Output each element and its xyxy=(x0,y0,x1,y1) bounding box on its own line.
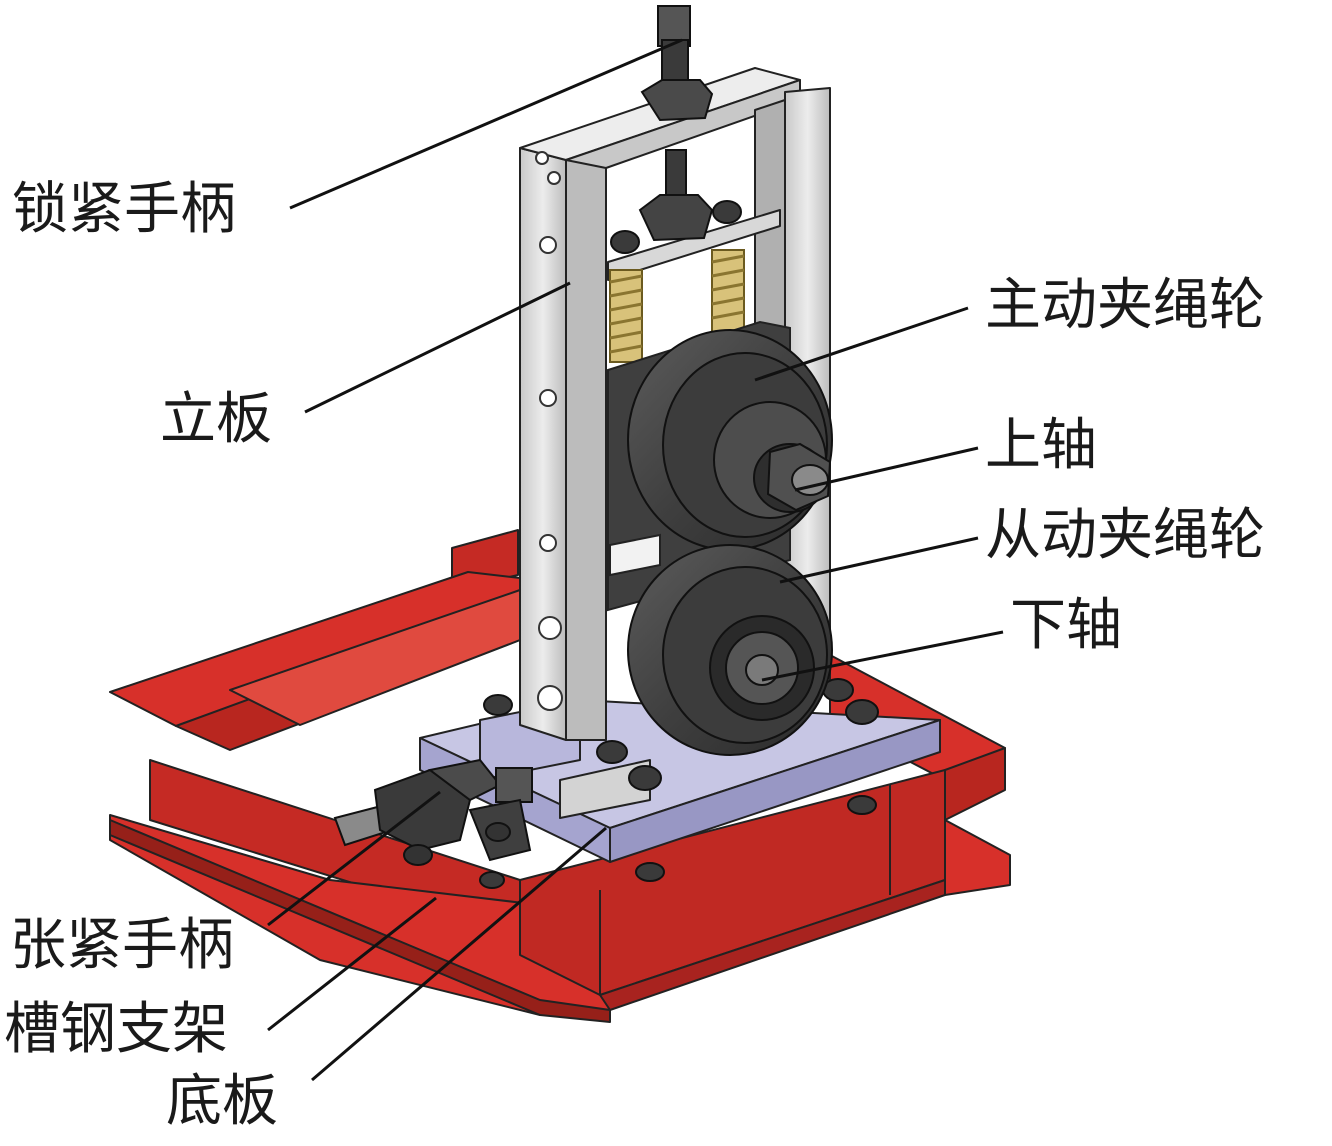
lock-handle-assembly xyxy=(610,5,742,254)
leader-upper-shaft xyxy=(794,446,979,492)
label-base-plate: 底板 xyxy=(166,1069,278,1134)
leader-channel-bracket xyxy=(267,896,437,1032)
leader-lower-shaft xyxy=(761,630,1004,682)
leader-riser-plate xyxy=(304,281,571,414)
label-drive-wheel: 主动夹绳轮 xyxy=(985,273,1265,338)
leader-lines xyxy=(267,38,1004,1082)
springs xyxy=(609,249,745,363)
leader-drive-wheel xyxy=(754,306,969,382)
label-riser-plate: 立板 xyxy=(160,387,272,452)
leader-lock-handle xyxy=(289,38,683,210)
label-lock-handle: 锁紧手柄 xyxy=(12,177,236,242)
channel-bracket xyxy=(109,529,1011,1023)
label-lower-shaft: 下轴 xyxy=(1010,593,1122,658)
base-bolts xyxy=(479,678,879,889)
leader-base-plate xyxy=(311,826,607,1082)
label-tension-handle: 张紧手柄 xyxy=(10,913,234,978)
label-driven-wheel: 从动夹绳轮 xyxy=(985,503,1265,568)
driven-wheel xyxy=(627,544,833,756)
leader-driven-wheel xyxy=(779,536,979,584)
label-channel-bracket: 槽钢支架 xyxy=(4,997,228,1062)
leader-tension-handle xyxy=(267,790,441,927)
label-upper-shaft: 上轴 xyxy=(985,413,1097,478)
drive-wheel xyxy=(627,329,833,551)
tension-handle-assembly xyxy=(333,758,533,866)
